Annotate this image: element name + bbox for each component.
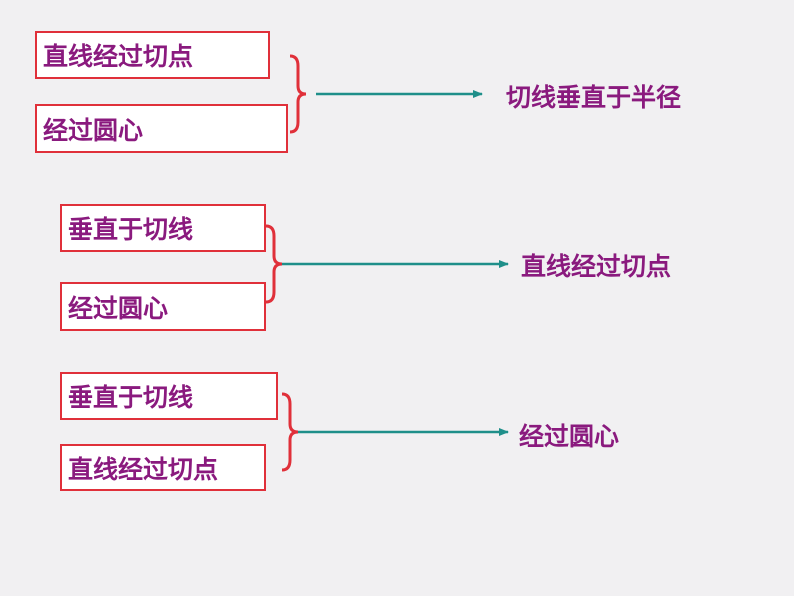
conclusion-text: 直线经过切点 <box>521 252 672 281</box>
brace-2 <box>265 224 283 304</box>
condition-box: 经过圆心 <box>60 282 266 331</box>
condition-box: 直线经过切点 <box>60 444 266 491</box>
conclusion-text: 经过圆心 <box>519 422 620 451</box>
condition-box: 经过圆心 <box>35 104 288 153</box>
brace-1 <box>289 54 307 134</box>
brace-3 <box>281 392 299 472</box>
condition-box: 垂直于切线 <box>60 204 266 252</box>
conclusion-text: 切线垂直于半径 <box>506 83 682 112</box>
condition-box: 垂直于切线 <box>60 372 278 420</box>
condition-box: 直线经过切点 <box>35 31 270 79</box>
